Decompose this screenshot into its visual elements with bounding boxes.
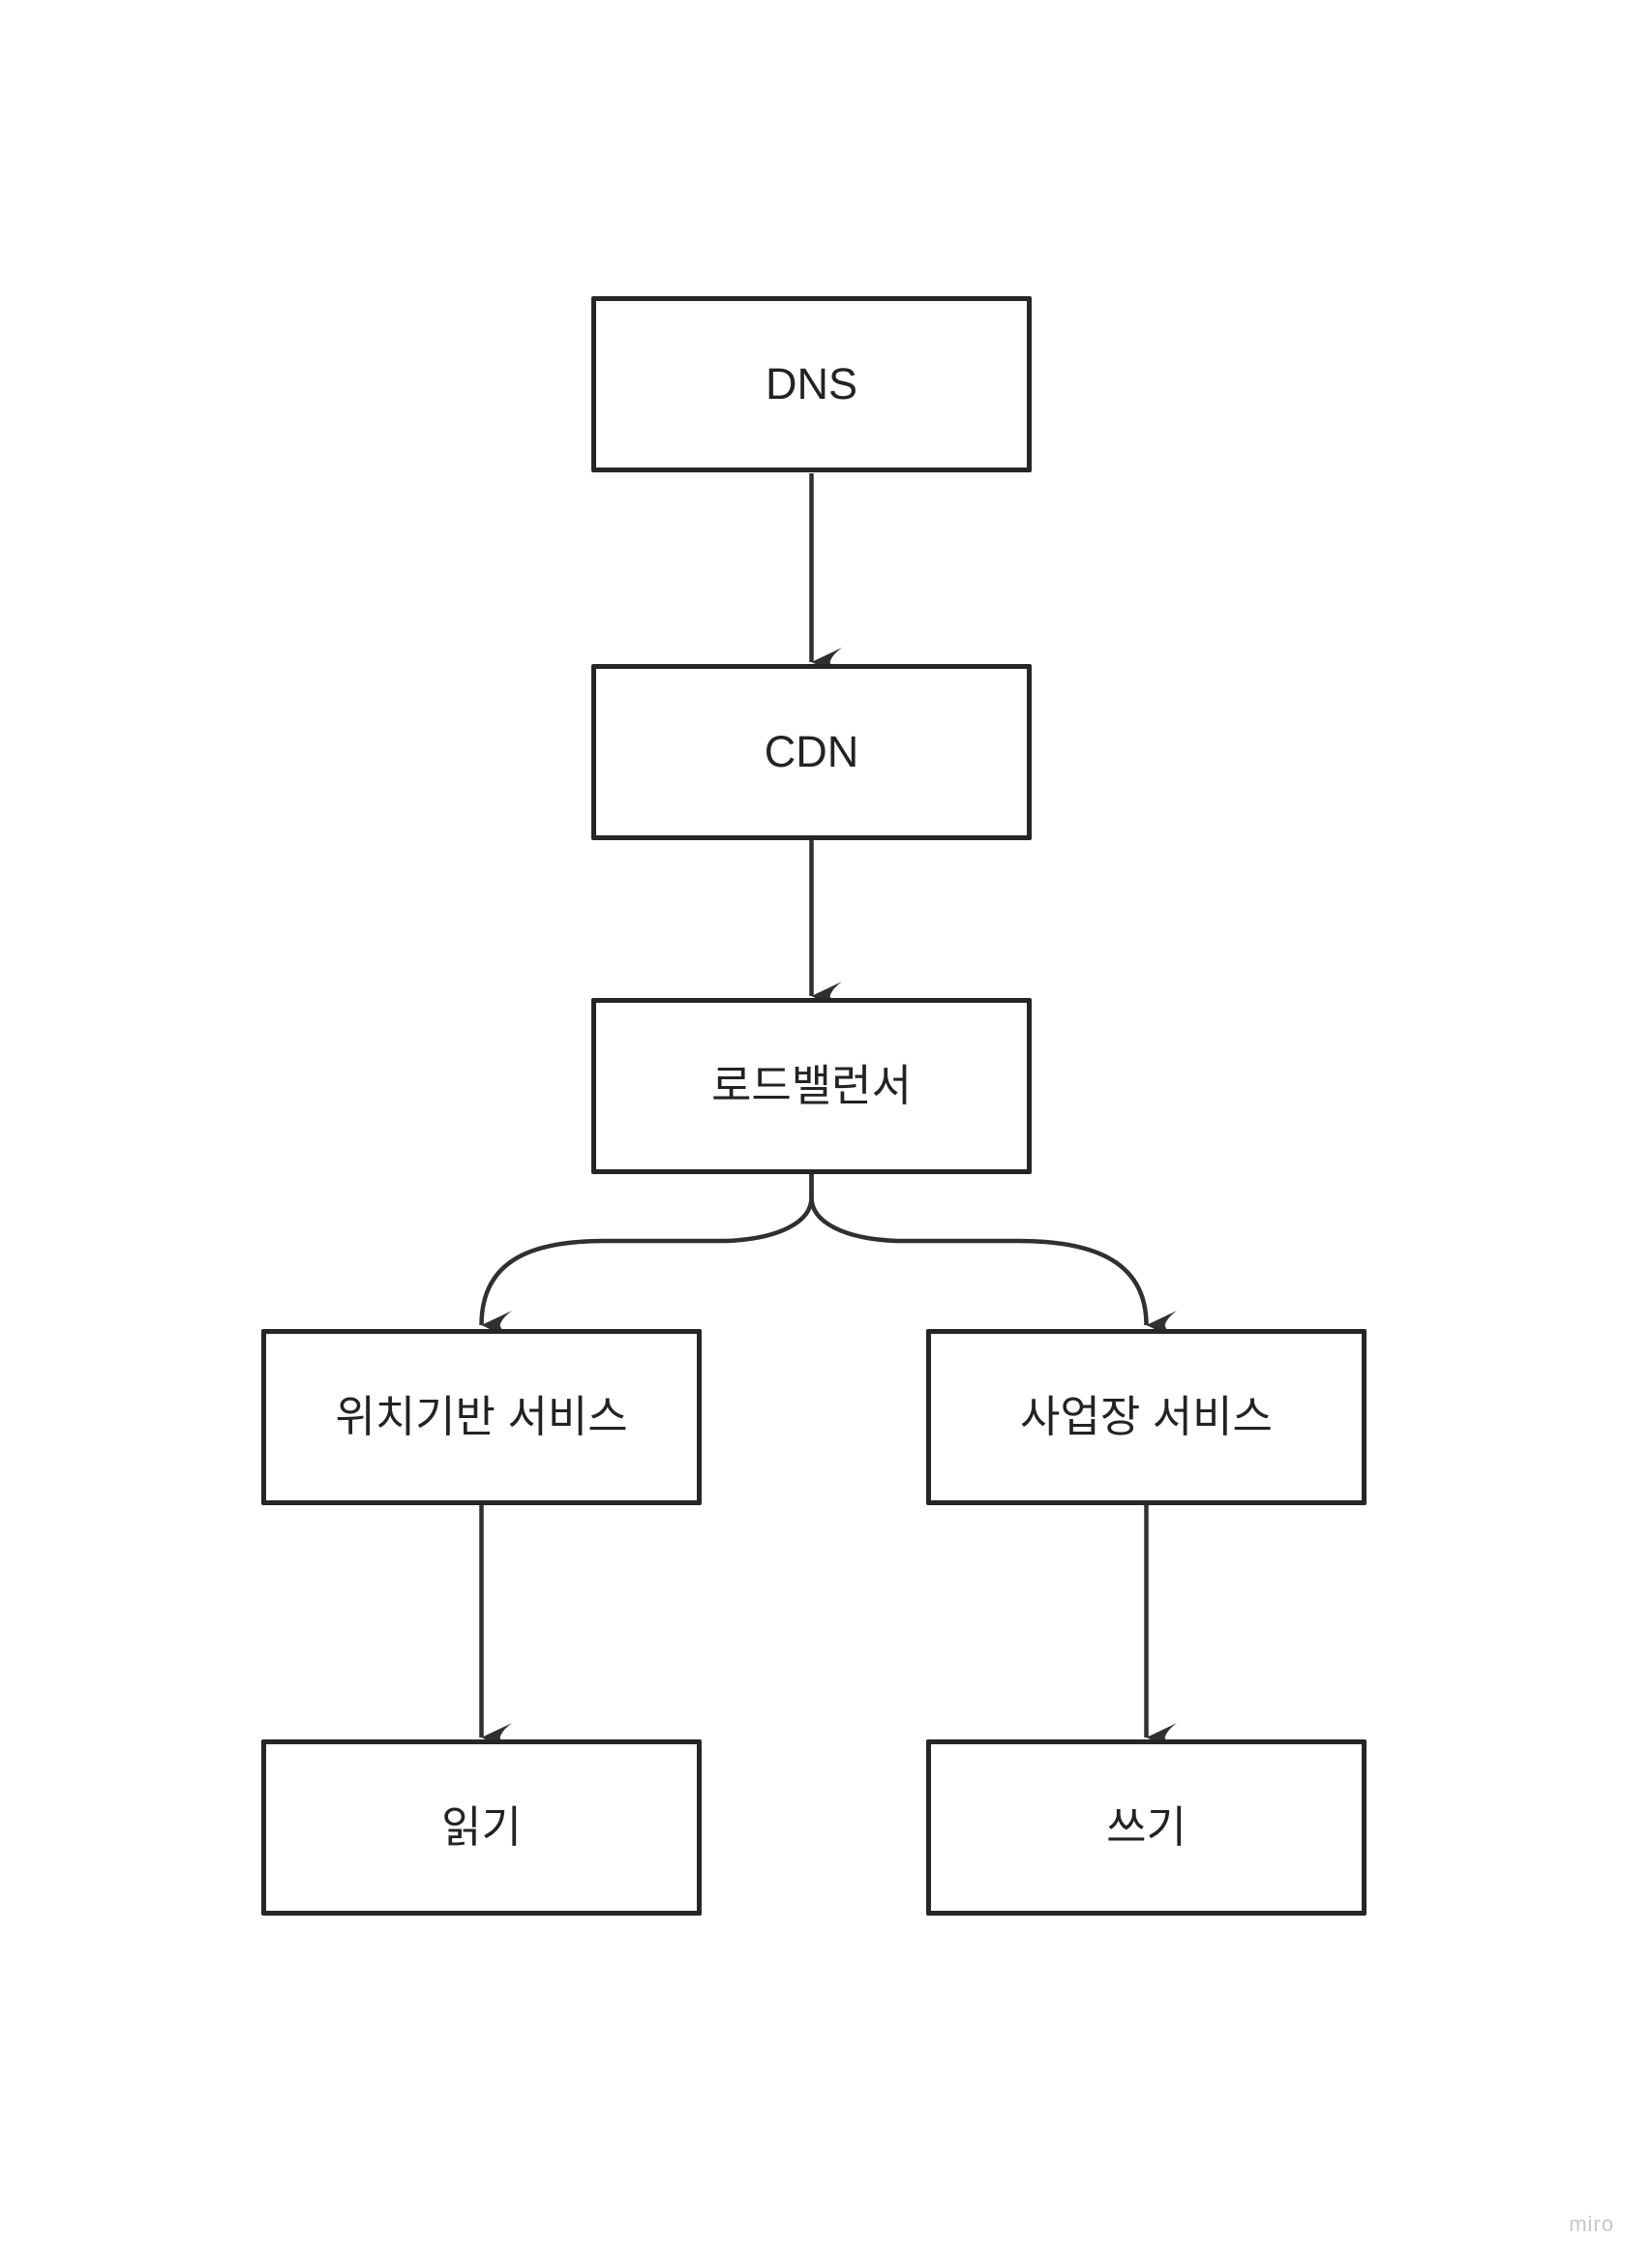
node-write[interactable]: 쓰기 — [926, 1739, 1367, 1916]
node-cdn-label: CDN — [764, 727, 859, 776]
node-load-balancer-label: 로드밸런서 — [710, 1061, 912, 1110]
connector-loadbalancer-location-service[interactable] — [479, 1174, 814, 1341]
node-dns[interactable]: DNS — [591, 296, 1032, 472]
node-location-service[interactable]: 위치기반 서비스 — [261, 1329, 702, 1505]
node-business-service[interactable]: 사업장 서비스 — [926, 1329, 1367, 1505]
node-read-label: 읽기 — [441, 1802, 522, 1852]
node-cdn[interactable]: CDN — [591, 664, 1032, 840]
miro-watermark: miro — [1569, 2212, 1614, 2236]
node-load-balancer[interactable]: 로드밸런서 — [591, 998, 1032, 1174]
node-read[interactable]: 읽기 — [261, 1739, 702, 1916]
node-business-service-label: 사업장 서비스 — [1020, 1392, 1273, 1441]
node-write-label: 쓰기 — [1106, 1802, 1186, 1852]
connector-loadbalancer-business-service[interactable] — [809, 1174, 1178, 1340]
node-dns-label: DNS — [765, 359, 857, 408]
node-location-service-label: 위치기반 서비스 — [335, 1392, 628, 1441]
